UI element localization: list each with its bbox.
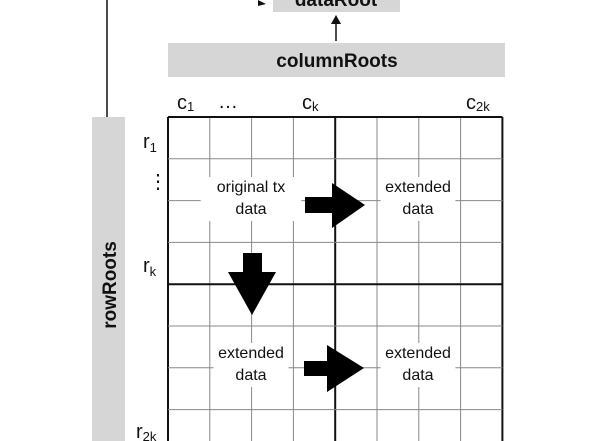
column-label-c2k: c2k — [466, 92, 490, 114]
row-label-r2k: r2k — [136, 421, 157, 441]
quadrant-label-line: data — [402, 367, 433, 384]
quadrant-label-bottom-right: extended data — [380, 343, 456, 387]
quadrant-label-line: extended — [385, 179, 451, 196]
svg-text:columnRoots: columnRoots — [276, 51, 397, 72]
quadrant-label-line: extended — [218, 345, 284, 362]
quadrant-label-top-right: extended data — [380, 177, 456, 221]
quadrant-label-line: original tx — [217, 179, 285, 196]
data-root-box: dataRoot — [273, 0, 400, 12]
arrow-column-to-data-root — [331, 15, 341, 41]
arrow-extend-right-top — [305, 183, 365, 228]
quadrant-label-top-left: original tx data — [200, 177, 302, 221]
arrow-extend-right-bottom — [304, 345, 364, 392]
svg-text:rowRoots: rowRoots — [100, 241, 121, 329]
svg-text:dataRoot: dataRoot — [295, 0, 378, 11]
column-label-dots: … — [218, 91, 238, 113]
quadrant-label-bottom-left: extended data — [213, 343, 289, 387]
quadrant-label-line: extended — [385, 345, 451, 362]
arrow-to-data-root-left — [258, 0, 266, 6]
row-label-rk: rk — [143, 255, 157, 279]
row-label-r1: r1 — [143, 131, 157, 155]
data-square-grid — [167, 116, 504, 441]
column-label-ck: ck — [302, 92, 319, 114]
row-roots-box: rowRoots — [92, 117, 125, 441]
arrow-extend-down — [228, 253, 276, 315]
quadrant-label-line: data — [235, 367, 266, 384]
row-label-dots: ⋮ — [148, 171, 168, 193]
column-roots-box: columnRoots — [168, 43, 505, 77]
quadrant-label-line: data — [402, 201, 433, 218]
column-label-c1: c1 — [177, 92, 194, 114]
quadrant-label-line: data — [235, 201, 266, 218]
